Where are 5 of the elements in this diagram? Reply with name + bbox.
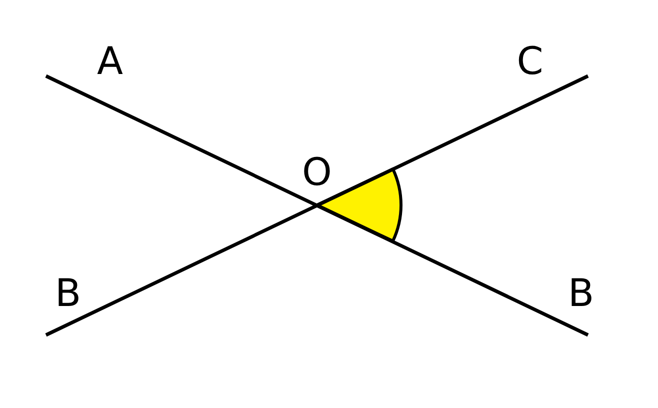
point-label: A: [97, 42, 123, 80]
point-label: B: [568, 274, 594, 312]
point-label: O: [302, 153, 332, 191]
point-label: C: [516, 42, 544, 80]
point-label: B: [54, 274, 82, 312]
